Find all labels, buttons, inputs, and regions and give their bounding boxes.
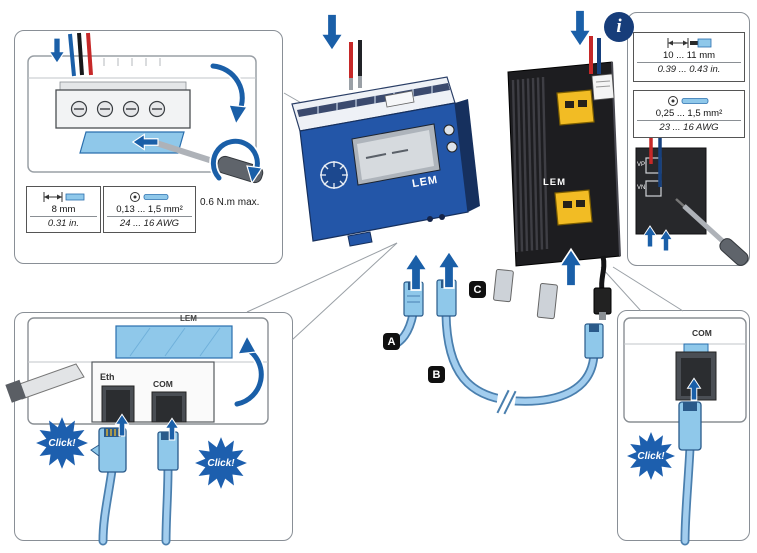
terminal-label-vn: VN [637, 185, 646, 191]
rotary-dial [320, 161, 348, 189]
cross-section-icon [666, 94, 712, 107]
cross-section-spec: 0,13 ... 1,5 mm² 24 ... 16 AWG [103, 186, 196, 233]
cross-section-value: 0,13 ... 1,5 mm² [116, 204, 183, 215]
arrow-up-icon [437, 250, 461, 289]
arrow-down-icon [320, 13, 344, 52]
sensor-brand-logo: LEM [543, 177, 567, 188]
cable-break-mark [495, 386, 517, 416]
cable-tag-c: C [469, 281, 486, 298]
button [443, 124, 455, 136]
callout-lines [246, 92, 684, 341]
meter-brand-logo: LEM [411, 173, 440, 191]
sensor-connector-bottom [554, 189, 593, 226]
strip-length-icon [42, 190, 86, 203]
strip-length-alt: 0.39 ... 0.43 in. [637, 62, 741, 75]
eth-port-label: Eth [100, 372, 115, 382]
info-strip-length-spec: 10 ... 11 mm 0.39 ... 0.43 in. [633, 32, 745, 82]
cross-section-icon [128, 190, 172, 203]
arrow-up-icon [559, 248, 583, 287]
torque-spec: 0.6 N.m max. [200, 197, 260, 208]
arrow-up-icon [404, 252, 428, 291]
strip-length-spec: 8 mm 0.31 in. [26, 186, 101, 233]
strip-length-value: 8 mm [51, 204, 76, 215]
cable-tag-b: B [428, 366, 445, 383]
blanking-plugs [493, 268, 558, 320]
panel-com-connection [617, 310, 750, 541]
strip-length-icon [666, 36, 712, 49]
info-icon: i [604, 12, 634, 42]
underside-brand-logo: LEM [180, 314, 197, 323]
cross-section-alt: 24 ... 16 AWG [107, 216, 192, 229]
terminal-label-vp: VP [637, 162, 646, 168]
button [446, 141, 458, 153]
strip-length-alt: 0.31 in. [30, 216, 97, 229]
com-port-label: COM [692, 328, 712, 338]
cable-b [436, 279, 604, 416]
cable-tag-a: A [383, 333, 400, 350]
cross-section-value: 0,25 ... 1,5 mm² [655, 108, 723, 119]
sensor-connector-top [556, 89, 595, 126]
energy-meter [291, 40, 480, 247]
cross-section-alt: 23 ... 16 AWG [637, 120, 741, 133]
com-port-label: COM [153, 379, 173, 389]
pigtail-connector [593, 287, 612, 315]
info-cross-section-spec: 0,25 ... 1,5 mm² 23 ... 16 AWG [633, 90, 745, 138]
arrow-down-icon [568, 9, 592, 48]
strip-length-value: 10 ... 11 mm [662, 50, 716, 61]
